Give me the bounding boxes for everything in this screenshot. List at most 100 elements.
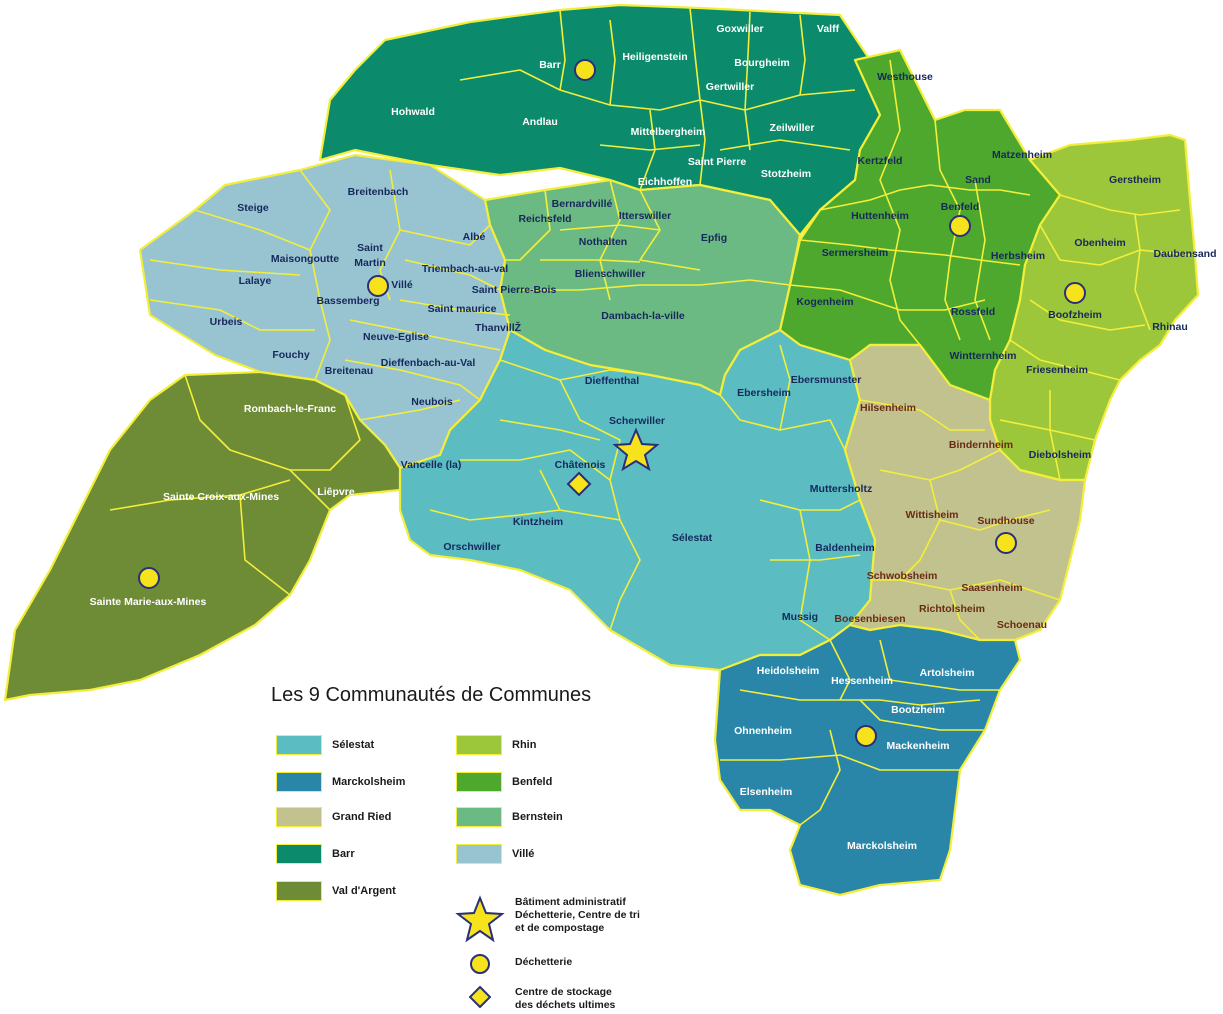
town-label: Kertzfeld: [858, 155, 903, 167]
dechetterie-marker[interactable]: [949, 215, 971, 237]
town-label: Bindernheim: [949, 439, 1013, 451]
town-label: Sand: [965, 174, 991, 186]
town-label: Nothalten: [579, 236, 627, 248]
legend-label: Barr: [332, 848, 355, 860]
town-label: Marckolsheim: [847, 840, 917, 852]
town-label: Saint: [357, 242, 383, 254]
star-icon: [455, 895, 505, 943]
town-label: Goxwiller: [716, 23, 763, 35]
town-label: Rhinau: [1152, 321, 1188, 333]
legend-symbol-diamond: Centre de stockage des déchets ultimes: [469, 986, 615, 1012]
town-label: Dambach-la-ville: [601, 310, 685, 322]
town-label: Daubensand: [1153, 248, 1216, 260]
town-label: Hohwald: [391, 106, 435, 118]
town-label: Saint Pierre: [688, 156, 747, 168]
legend-swatch: [276, 735, 322, 755]
town-label: Artolsheim: [920, 667, 975, 679]
town-label: Boofzheim: [1048, 309, 1102, 321]
town-label: Ebersheim: [737, 387, 791, 399]
town-label: Matzenheim: [992, 149, 1052, 161]
town-label: Rombach-le-Franc: [244, 403, 336, 415]
town-label: Dieffenthal: [585, 375, 639, 387]
town-label: Diebolsheim: [1029, 449, 1091, 461]
town-label: Zeilwiller: [770, 122, 815, 134]
legend-symbol-circle: Déchetterie: [469, 953, 572, 975]
legend-symbol-star: Bâtiment administratif Déchetterie, Cent…: [455, 895, 640, 943]
region-grand-ried[interactable]: [843, 343, 1087, 642]
dechetterie-marker[interactable]: [995, 532, 1017, 554]
town-label: Rossfeld: [951, 306, 995, 318]
dechetterie-marker[interactable]: [138, 567, 160, 589]
town-label: Maisongoutte: [271, 253, 339, 265]
town-label: Friesenheim: [1026, 364, 1088, 376]
legend-swatch: [276, 844, 322, 864]
legend-item-benfeld: Benfeld: [456, 771, 552, 793]
region-val-argent[interactable]: [3, 370, 447, 702]
town-label: Sundhouse: [977, 515, 1034, 527]
regions: [3, 3, 1200, 897]
dechetterie-marker[interactable]: [574, 59, 596, 81]
legend-label: Val d'Argent: [332, 885, 396, 897]
legend-swatch: [456, 807, 502, 827]
dechetterie-marker[interactable]: [1064, 282, 1086, 304]
legend-label: Marckolsheim: [332, 776, 406, 788]
town-label: Sélestat: [672, 532, 713, 544]
town-label: Kogenheim: [796, 296, 853, 308]
town-label: Neuve-Eglise: [363, 331, 429, 343]
town-label: Stotzheim: [761, 168, 811, 180]
town-label: Huttenheim: [851, 210, 909, 222]
legend-swatch: [456, 772, 502, 792]
legend-item-bernstein: Bernstein: [456, 806, 563, 828]
town-label: Wittisheim: [906, 509, 959, 521]
town-label: Bassemberg: [316, 295, 379, 307]
town-label: Villé: [391, 279, 413, 291]
town-label: Obenheim: [1074, 237, 1125, 249]
legend-label: Villé: [512, 848, 535, 860]
legend-symbol-label: Bâtiment administratif: [515, 896, 626, 908]
legend-label: Grand Ried: [332, 811, 392, 823]
stockage-diamond-marker[interactable]: [566, 471, 592, 497]
dechetterie-marker[interactable]: [855, 725, 877, 747]
town-label: Mussig: [782, 611, 818, 623]
town-label: Ebersmunster: [791, 374, 862, 386]
town-label: ThanvillŽ: [475, 321, 522, 334]
town-label: Fouchy: [272, 349, 309, 361]
town-label: Westhouse: [877, 71, 933, 83]
legend-item-val-argent: Val d'Argent: [276, 880, 396, 902]
town-label: Breitenau: [325, 365, 373, 377]
legend-label: Rhin: [512, 739, 537, 751]
admin-star-marker[interactable]: [612, 427, 660, 472]
legend-symbol-label: et de compostage: [515, 922, 605, 934]
town-label: Itterswiller: [619, 210, 672, 222]
town-label: Hilsenheim: [860, 402, 916, 414]
legend-swatch: [456, 844, 502, 864]
town-label: Lalaye: [239, 275, 272, 287]
legend-item-rhin: Rhin: [456, 734, 536, 756]
facility-markers: [138, 59, 1086, 747]
town-label: Albé: [463, 231, 486, 243]
town-label: Elsenheim: [740, 786, 793, 798]
town-label: Urbeis: [210, 316, 243, 328]
legend-item-ville: Villé: [456, 843, 534, 865]
town-label: Reichsfeld: [518, 213, 571, 225]
town-label: Richtolsheim: [919, 603, 985, 615]
circle-icon: [470, 954, 490, 974]
town-label: Mittelbergheim: [631, 126, 706, 138]
town-label: Gerstheim: [1109, 174, 1161, 186]
town-label: Breitenbach: [348, 186, 409, 198]
legend-symbol-label: Déchetterie, Centre de tri: [515, 909, 640, 921]
diamond-icon: [469, 986, 491, 1008]
town-label: Neubois: [411, 396, 453, 408]
town-label: Heiligenstein: [622, 51, 687, 63]
town-label: Mackenheim: [886, 740, 949, 752]
town-label: Bernardvillé: [552, 198, 613, 210]
legend-swatch: [276, 772, 322, 792]
town-label: Muttersholtz: [810, 483, 872, 495]
town-label: Sainte Marie-aux-Mines: [90, 596, 207, 608]
town-label: Vancelle (la): [401, 459, 462, 471]
legend-item-marckolsheim: Marckolsheim: [276, 771, 405, 793]
dechetterie-marker[interactable]: [367, 275, 389, 297]
town-label: Heidolsheim: [757, 665, 819, 677]
